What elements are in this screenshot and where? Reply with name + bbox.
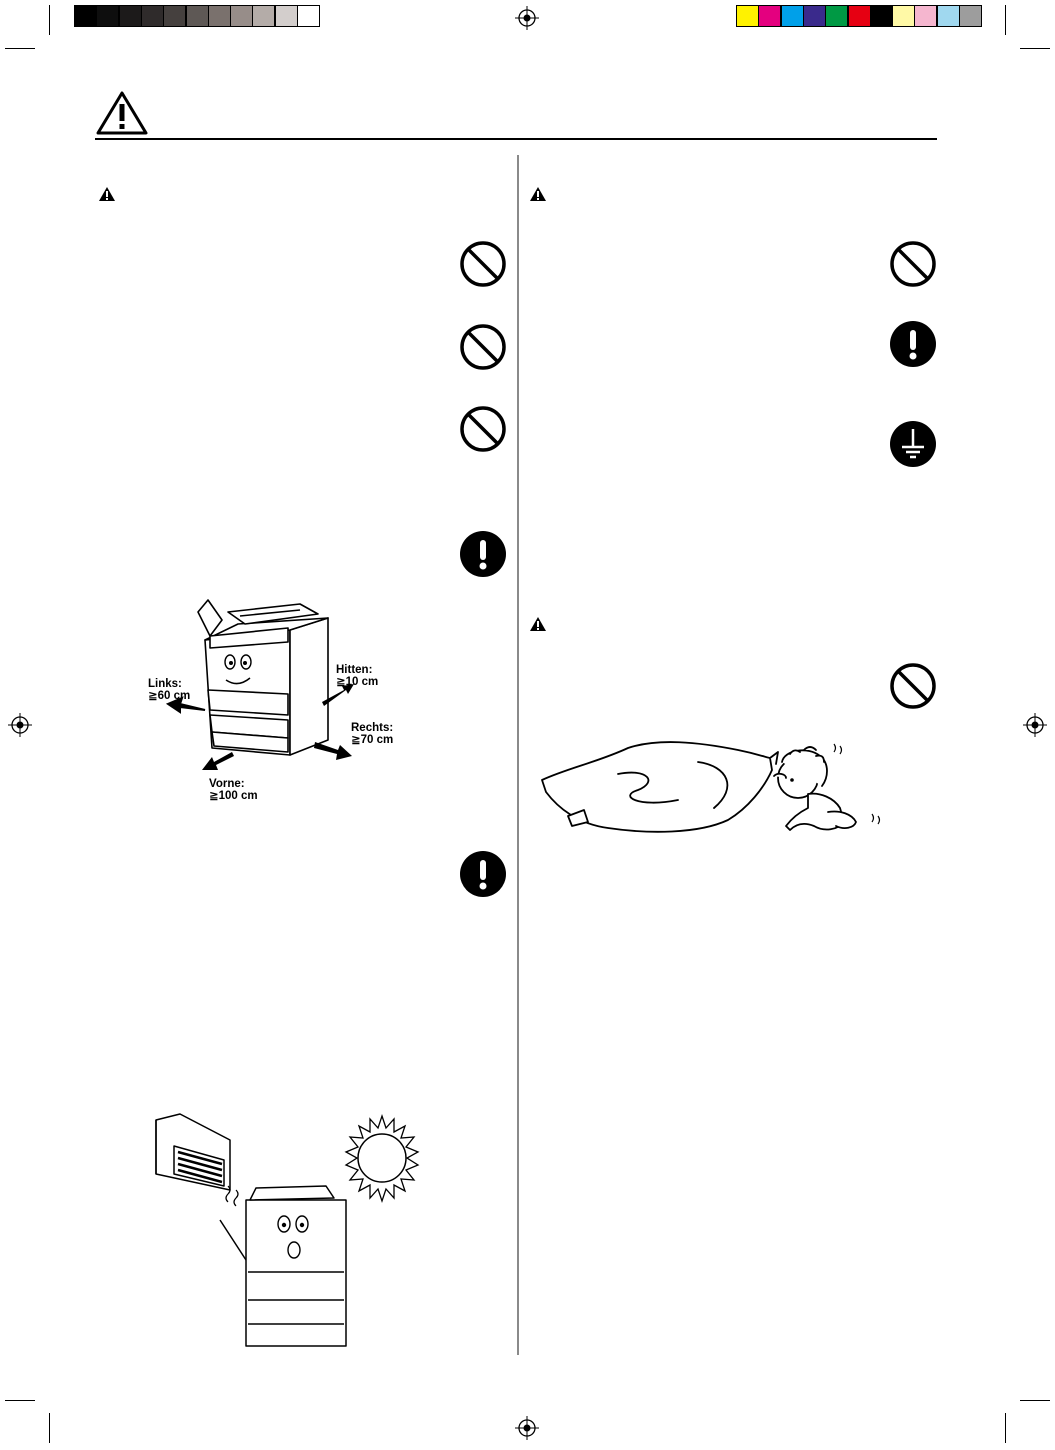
- crop-mark: [49, 1413, 50, 1443]
- header-rule: [95, 138, 937, 140]
- color-swatch: [802, 5, 826, 27]
- color-swatch: [869, 5, 893, 27]
- column-divider: [517, 155, 519, 1355]
- crop-mark: [5, 1400, 35, 1401]
- gray-swatch: [207, 5, 231, 27]
- gray-swatch: [118, 5, 142, 27]
- color-swatch: [914, 5, 938, 27]
- clearance-right-value: ≧70 cm: [351, 734, 394, 746]
- prohibited-icon: [890, 663, 936, 709]
- registration-mark-bottom: [515, 1416, 539, 1440]
- child-plastic-bag-illustration: [541, 741, 881, 833]
- copier-clearance-illustration: [165, 599, 354, 770]
- color-swatch: [959, 5, 982, 27]
- clearance-front-label: Vorne:: [209, 778, 245, 790]
- color-swatch: [936, 5, 960, 27]
- crop-mark: [5, 48, 35, 49]
- ground-connection-icon: [890, 421, 936, 467]
- gray-swatch: [140, 5, 164, 27]
- clearance-back-label: Hitten:: [336, 664, 373, 676]
- small-warning-icon: [530, 617, 546, 631]
- small-warning-icon: [99, 187, 115, 201]
- prohibited-icon: [890, 241, 936, 287]
- gray-swatch: [274, 5, 298, 27]
- gray-swatch: [96, 5, 120, 27]
- prohibited-icon: [460, 241, 506, 287]
- clearance-left-label: Links:: [148, 678, 182, 690]
- registration-mark-left: [8, 713, 32, 737]
- color-swatch: [825, 5, 849, 27]
- gray-swatch: [230, 5, 254, 27]
- small-warning-icon: [530, 187, 546, 201]
- crop-mark: [1005, 1413, 1006, 1443]
- color-swatch: [758, 5, 782, 27]
- mandatory-action-icon: [460, 531, 506, 577]
- gray-swatch: [252, 5, 276, 27]
- prohibited-icon: [460, 406, 506, 452]
- gray-swatch: [185, 5, 209, 27]
- prohibited-icon: [460, 324, 506, 370]
- crop-mark: [1020, 1400, 1050, 1401]
- color-swatch: [780, 5, 804, 27]
- registration-mark-right: [1023, 713, 1047, 737]
- copier-environment-illustration: [155, 1113, 420, 1347]
- gray-swatch: [297, 5, 320, 27]
- gray-swatch: [74, 5, 97, 27]
- mandatory-action-icon: [460, 851, 506, 897]
- clearance-front-value: ≧100 cm: [209, 790, 258, 802]
- color-swatch: [892, 5, 916, 27]
- warning-triangle-icon: [96, 91, 148, 135]
- crop-mark: [1020, 48, 1050, 49]
- mandatory-action-icon: [890, 321, 936, 367]
- clearance-back-value: ≧10 cm: [336, 676, 379, 688]
- gray-swatch: [163, 5, 187, 27]
- color-swatch: [847, 5, 871, 27]
- registration-mark-top: [515, 6, 539, 30]
- clearance-right-label: Rechts:: [351, 722, 394, 734]
- color-swatch: [736, 5, 759, 27]
- crop-mark: [1005, 5, 1006, 35]
- clearance-left-value: ≧60 cm: [148, 690, 191, 702]
- crop-mark: [49, 5, 50, 35]
